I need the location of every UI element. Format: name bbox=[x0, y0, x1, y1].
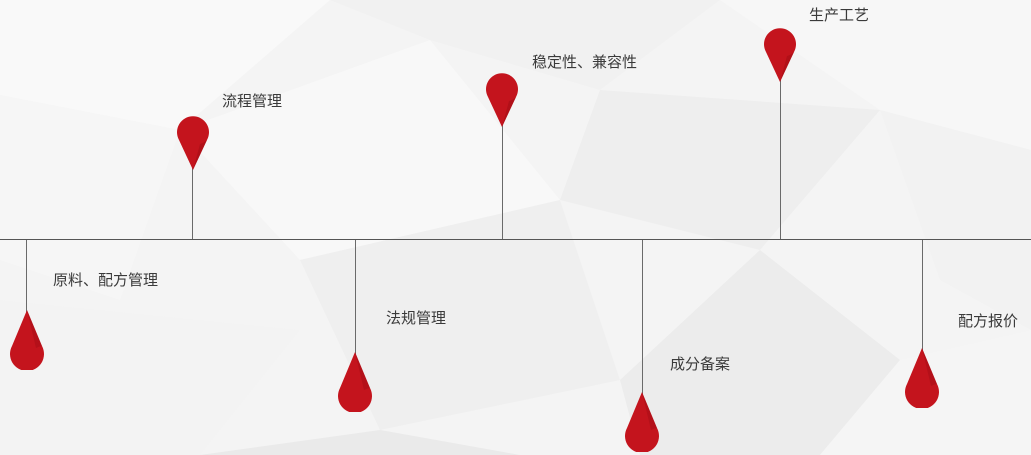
milestone-stem bbox=[922, 240, 923, 354]
milestone-stem bbox=[780, 80, 781, 239]
milestone-stem bbox=[355, 240, 356, 356]
milestone-stem bbox=[502, 124, 503, 239]
milestone-stem bbox=[192, 168, 193, 239]
droplet-icon bbox=[338, 352, 372, 412]
milestone-label: 配方报价 bbox=[958, 312, 1019, 330]
droplet-icon bbox=[905, 348, 939, 408]
map-pin-icon bbox=[764, 28, 796, 82]
milestone-label: 原料、配方管理 bbox=[53, 271, 159, 289]
milestone-label: 稳定性、兼容性 bbox=[532, 53, 638, 71]
milestone-stem bbox=[642, 240, 643, 397]
droplet-icon bbox=[625, 392, 659, 452]
droplet-icon bbox=[10, 310, 44, 370]
milestone-label: 法规管理 bbox=[386, 309, 447, 327]
map-pin-icon bbox=[486, 73, 518, 127]
map-pin-icon bbox=[177, 116, 209, 170]
milestone-label: 生产工艺 bbox=[809, 6, 870, 24]
timeline-axis bbox=[0, 239, 1031, 240]
milestone-label: 成分备案 bbox=[670, 355, 731, 373]
milestone-stem bbox=[26, 240, 27, 316]
milestone-label: 流程管理 bbox=[222, 92, 283, 110]
